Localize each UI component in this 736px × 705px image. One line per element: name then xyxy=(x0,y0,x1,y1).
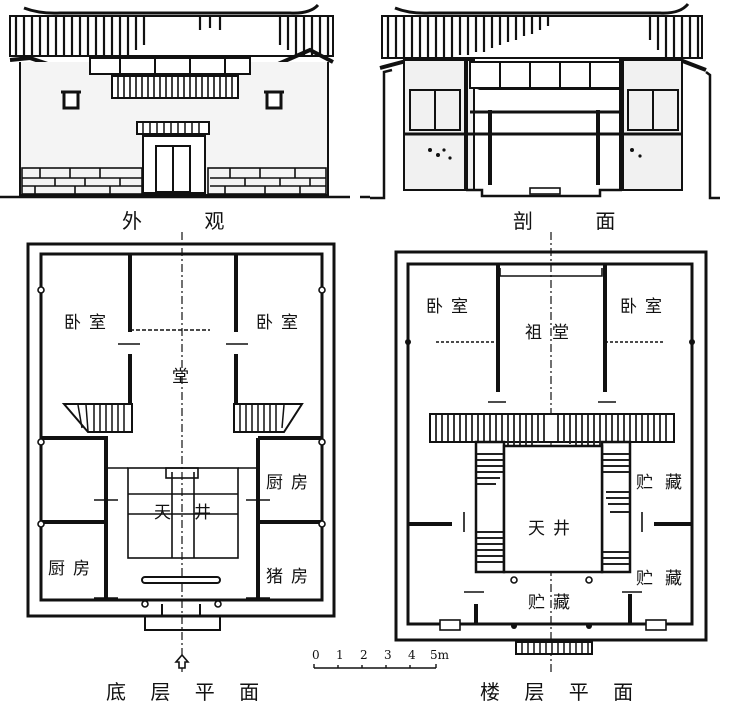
scale-tick-label: 0 xyxy=(312,648,320,662)
room-label-pigsty: 猪房 xyxy=(266,567,316,587)
caption-char: 层 xyxy=(150,680,171,704)
room-label-bedroom-left: 卧室 xyxy=(426,297,476,317)
caption-char: 楼 xyxy=(480,680,500,704)
ground-floor-caption: 底 层 平 面 xyxy=(106,676,259,705)
section-caption: 剖 面 xyxy=(513,205,615,234)
caption-char: 平 xyxy=(194,680,215,704)
scale-bar: 0 1 2 3 4 5m xyxy=(310,648,460,678)
room-label-hall: 堂 xyxy=(172,367,189,387)
room-label-courtyard-right: 井 xyxy=(194,503,211,523)
scale-tick-label: 2 xyxy=(360,648,368,662)
room-label-courtyard-left: 天 xyxy=(154,503,171,523)
room-label-kitchen-right: 厨房 xyxy=(266,473,316,493)
room-label-storage-right-top: 贮藏 xyxy=(636,473,694,493)
elevation-drawing xyxy=(0,0,370,200)
caption-char: 面 xyxy=(595,209,616,233)
room-label-kitchen-left: 厨房 xyxy=(48,559,98,579)
scale-tick-label: 5m xyxy=(430,648,450,662)
ground-floor-plan: 卧室 卧室 堂 天 井 厨房 厨房 猪房 xyxy=(0,232,370,672)
caption-char: 观 xyxy=(204,209,225,233)
room-label-bedroom-right: 卧室 xyxy=(256,313,306,333)
caption-char: 面 xyxy=(613,680,634,704)
scale-tick-label: 4 xyxy=(408,648,416,662)
room-label-bedroom-left: 卧室 xyxy=(64,313,114,333)
caption-char: 底 xyxy=(106,680,126,704)
room-label-storage-right-bottom: 贮藏 xyxy=(636,569,694,589)
caption-char: 平 xyxy=(568,680,589,704)
room-label-courtyard: 天井 xyxy=(528,519,578,539)
scale-tick-label: 1 xyxy=(336,648,344,662)
section-drawing xyxy=(370,0,736,205)
scale-tick-label: 3 xyxy=(384,648,392,662)
caption-char: 剖 xyxy=(513,209,533,233)
upper-floor-plan: 卧室 卧室 祖堂 天井 贮藏 贮藏 贮藏 xyxy=(380,232,736,672)
caption-char: 面 xyxy=(239,680,260,704)
elevation-caption: 外 观 xyxy=(122,205,224,234)
caption-char: 层 xyxy=(524,680,545,704)
room-label-storage-center: 贮藏 xyxy=(528,593,578,613)
caption-char: 外 xyxy=(122,209,142,233)
room-label-ancestral-hall: 祖堂 xyxy=(525,323,579,343)
room-label-bedroom-right: 卧室 xyxy=(620,297,670,317)
upper-floor-caption: 楼 层 平 面 xyxy=(480,676,633,705)
